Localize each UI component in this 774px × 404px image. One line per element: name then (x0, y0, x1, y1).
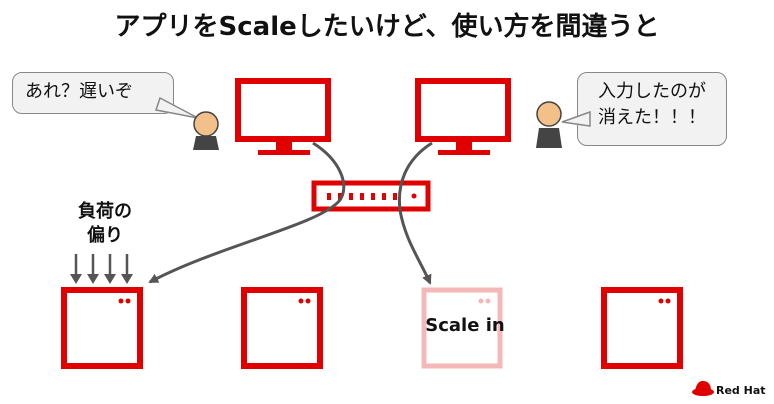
user-left-icon (193, 111, 219, 150)
scale-in-label: Scale in (425, 315, 505, 336)
load-balancer-switch (311, 180, 431, 212)
client-monitor-right (415, 78, 511, 155)
speech-bubble-right: 入力したのが 消えた！！！ (577, 72, 727, 146)
speech-bubble-left: あれ？遅いぞ (12, 72, 174, 114)
load-imbalance-label-line2: 偏り (87, 225, 123, 246)
speech-bubble-left-text: あれ？遅いぞ (25, 81, 133, 102)
route-arrow-left (148, 141, 346, 284)
server-instance-1 (61, 287, 143, 369)
brand-name: Red Hat (716, 384, 766, 397)
client-monitor-left (235, 78, 331, 155)
load-imbalance-label-line1: 負荷の (78, 201, 132, 222)
redhat-logo-icon (692, 380, 714, 396)
server-instance-2 (241, 287, 323, 369)
speech-bubble-right-line2: 消えた！！！ (598, 107, 706, 128)
speech-bubble-right-tail (561, 110, 591, 127)
speech-bubble-left-tail (155, 96, 199, 119)
server-instance-3-faded (421, 287, 503, 369)
route-arrow-right (397, 141, 433, 285)
page-title: アプリをScaleしたいけど、使い方を間違うと (114, 12, 660, 42)
load-arrows (70, 254, 133, 284)
server-instance-4 (601, 287, 683, 369)
user-right-icon (536, 101, 562, 148)
load-imbalance-label: 負荷の 偏り (70, 200, 140, 248)
speech-bubble-right-line1: 入力したのが (598, 81, 706, 102)
